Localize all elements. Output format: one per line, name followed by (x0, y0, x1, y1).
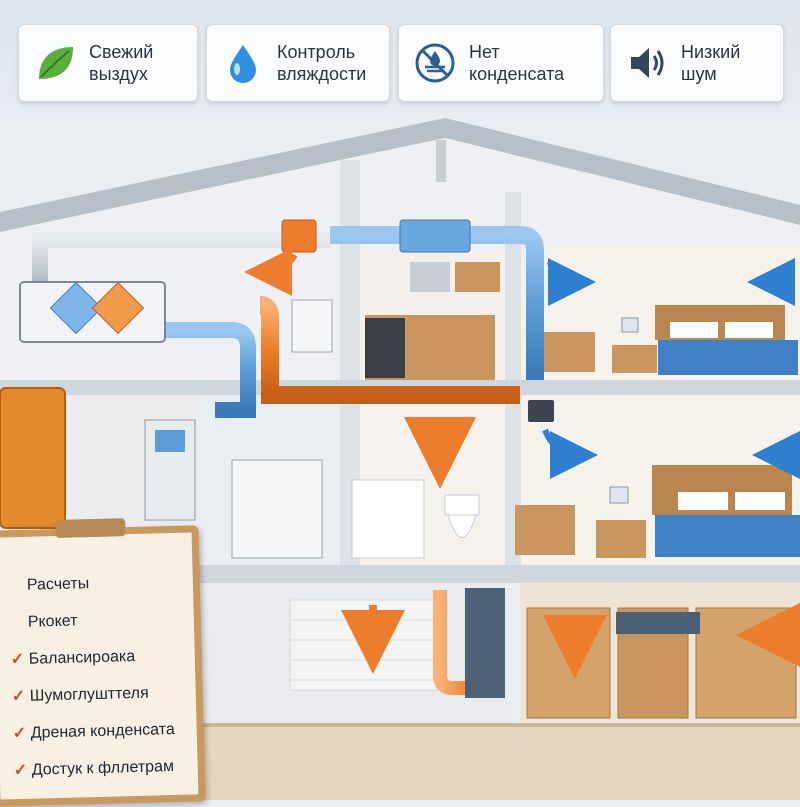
water-heater (0, 388, 65, 528)
checkmark-icon: ✓ (10, 641, 29, 678)
checklist-item: Расчеты (8, 562, 193, 604)
checklist-item: ✓Шумоглушттеля (11, 673, 196, 715)
basement-storage (527, 608, 796, 718)
checklist-item: Ркокет (9, 599, 194, 641)
control-panel (292, 300, 332, 352)
mvhr-unit (20, 282, 165, 342)
checklist-item: ✓Балансироака (10, 636, 195, 678)
checklist-clipboard: Расчеты Ркокет ✓Балансироака ✓Шумоглуштт… (0, 525, 206, 806)
clipboard-clip (55, 518, 125, 538)
checklist: Расчеты Ркокет ✓Балансироака ✓Шумоглуштт… (0, 532, 198, 789)
checkmark-icon: ✓ (12, 715, 31, 752)
exhaust-fitting (282, 220, 316, 252)
checklist-item: ✓Дреная конденсата (12, 710, 197, 752)
checkmark-icon: ✓ (11, 678, 30, 715)
heat-pump-unit (232, 460, 322, 558)
silencer (400, 220, 470, 252)
checklist-item: ✓Достук к фллетрам (13, 747, 198, 789)
chimney-vent (436, 140, 446, 182)
checkmark-icon: ✓ (13, 752, 32, 789)
